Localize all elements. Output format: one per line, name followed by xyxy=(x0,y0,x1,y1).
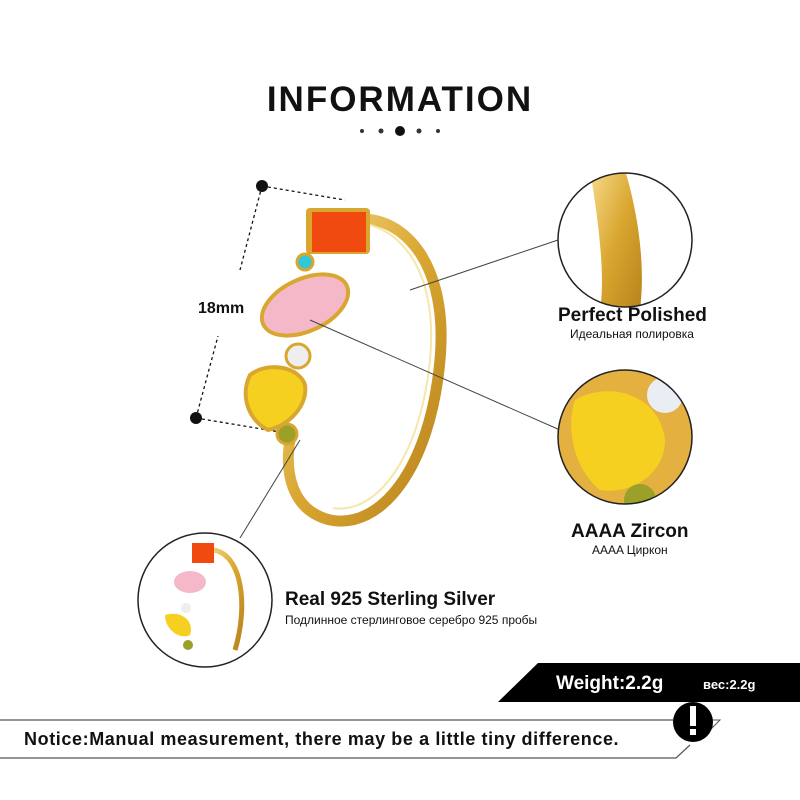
feature-title-polished: Perfect Polished xyxy=(558,305,707,326)
weight-banner xyxy=(498,663,800,702)
detail-zircon xyxy=(557,369,693,505)
warning-icon xyxy=(673,702,713,742)
page-title: INFORMATION xyxy=(266,80,534,119)
connector-lines xyxy=(239,239,561,539)
detail-ring-thumbnail xyxy=(137,532,273,668)
title-dots xyxy=(360,126,440,136)
notice-box xyxy=(0,719,722,759)
notice-text: Notice:Manual measurement, there may be … xyxy=(24,729,620,749)
feature-subtitle-zircon: AAAA Циркон xyxy=(592,543,668,557)
dimension-dot-bottom xyxy=(190,412,202,424)
feature-subtitle-polished: Идеальная полировка xyxy=(570,327,694,341)
feature-subtitle-silver: Подлинное стерлинговое серебро 925 пробы xyxy=(285,613,538,627)
detail-polished xyxy=(557,172,693,308)
weight-label-ru: вес:2.2g xyxy=(703,677,756,692)
weight-label: Weight:2.2g xyxy=(556,673,664,694)
dimension-label: 18mm xyxy=(198,300,245,317)
ring-image xyxy=(243,208,447,527)
dimension-marker xyxy=(195,185,346,433)
dimension-dot-top xyxy=(256,180,268,192)
feature-title-silver: Real 925 Sterling Silver xyxy=(285,589,496,610)
feature-title-zircon: AAAA Zircon xyxy=(571,521,689,542)
